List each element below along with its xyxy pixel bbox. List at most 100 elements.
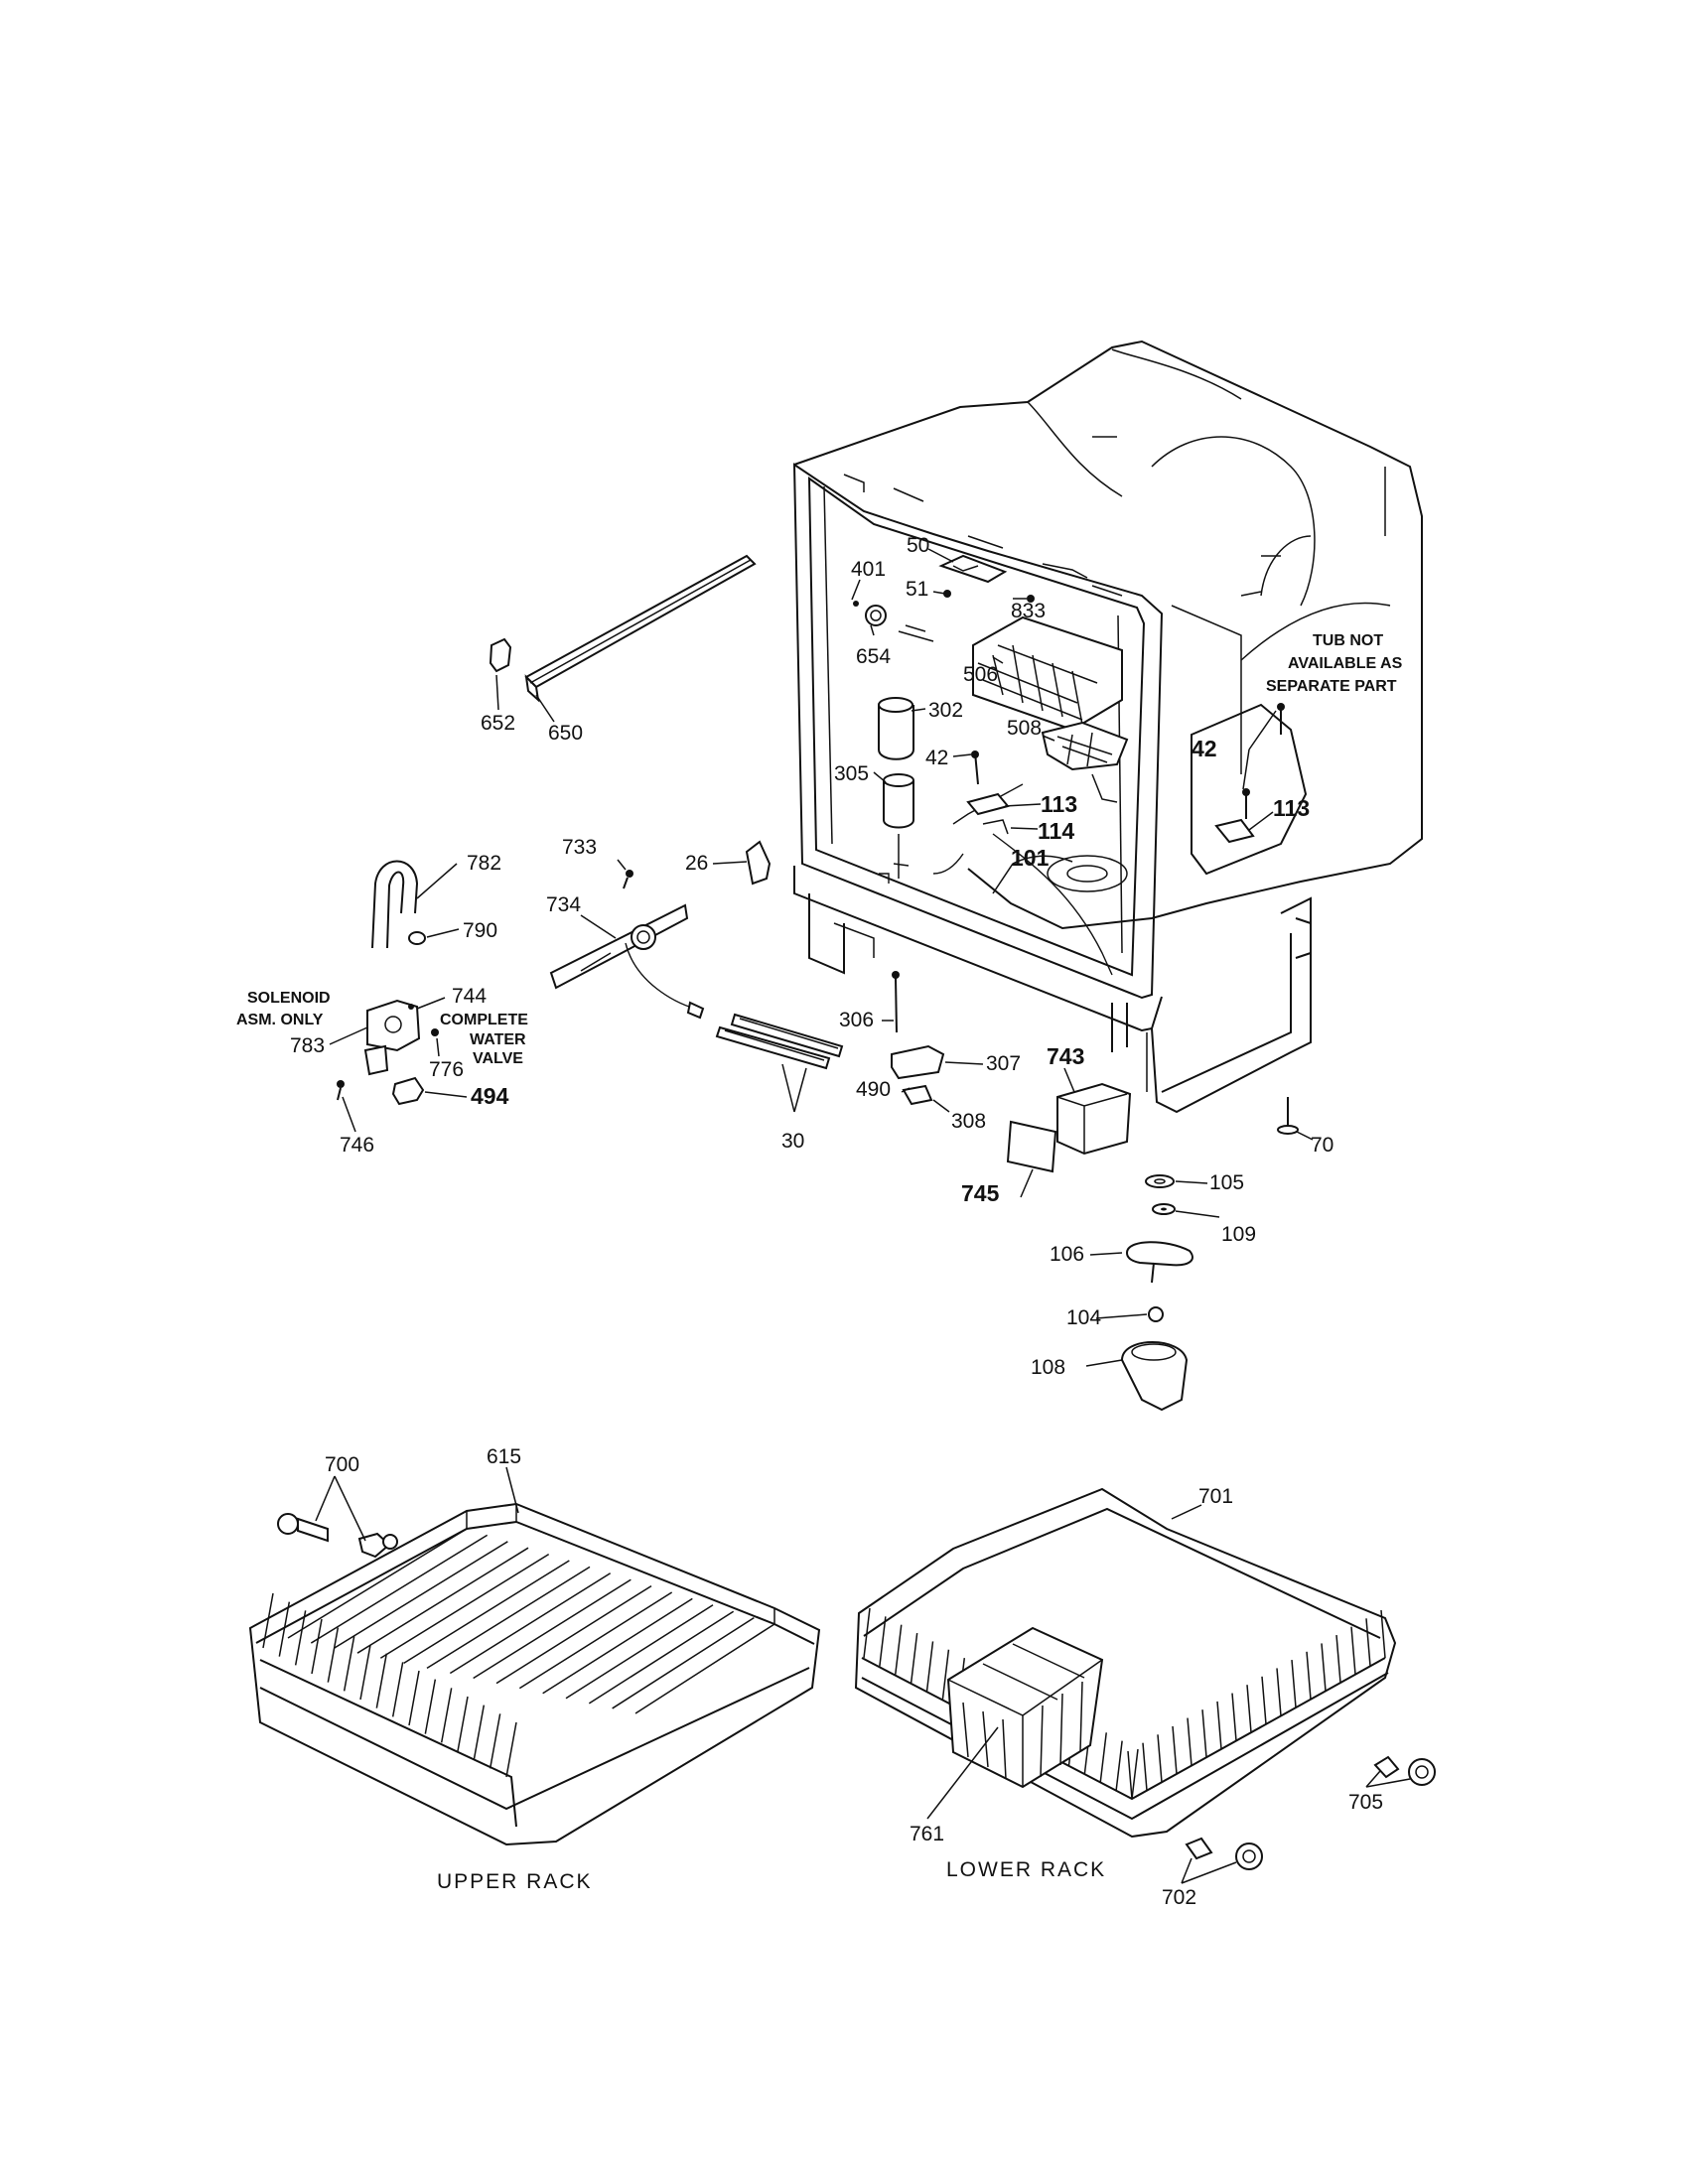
label-743: 743 bbox=[1047, 1043, 1084, 1069]
label-104: 104 bbox=[1066, 1306, 1101, 1329]
caption-lower-rack: LOWER RACK bbox=[946, 1858, 1106, 1881]
label-776: 776 bbox=[429, 1058, 464, 1081]
upper-rack-tine bbox=[359, 1644, 371, 1701]
upper-rack-tine bbox=[489, 1713, 501, 1769]
tub-body bbox=[793, 340, 1423, 930]
lower-rack-tine bbox=[1291, 1660, 1297, 1708]
part-745-plate bbox=[1006, 1120, 1057, 1173]
upper-rack-tine bbox=[424, 1679, 437, 1734]
part-50-bracket bbox=[938, 554, 1008, 584]
label-490: 490 bbox=[856, 1078, 891, 1101]
label-306: 306 bbox=[839, 1009, 874, 1031]
lower-rack-tine bbox=[1201, 1709, 1207, 1758]
lower-rack-tine bbox=[1246, 1685, 1252, 1733]
label-782: 782 bbox=[467, 852, 501, 875]
note-valve-line1: COMPLETE bbox=[440, 1012, 528, 1028]
upper-rack-rib bbox=[565, 1604, 714, 1700]
upper-rack-rib bbox=[588, 1610, 735, 1705]
label-50: 50 bbox=[907, 534, 929, 557]
upper-rack-tine bbox=[391, 1662, 404, 1717]
label-26: 26 bbox=[685, 852, 708, 875]
label-761: 761 bbox=[910, 1823, 944, 1845]
part-761-silverware-basket bbox=[946, 1626, 1104, 1789]
upper-rack-tine bbox=[457, 1696, 469, 1752]
part-104-nut bbox=[1148, 1306, 1164, 1322]
label-783: 783 bbox=[290, 1034, 325, 1057]
lower-rack-tine bbox=[1261, 1676, 1267, 1724]
label-745: 745 bbox=[961, 1180, 1000, 1206]
part-702-rack-wheel bbox=[1185, 1837, 1263, 1870]
caption-upper-rack: UPPER RACK bbox=[437, 1870, 593, 1893]
label-401: 401 bbox=[851, 558, 886, 581]
upper-rack-rib bbox=[310, 1534, 489, 1644]
label-734: 734 bbox=[546, 893, 581, 916]
upper-rack-rib bbox=[287, 1528, 468, 1639]
label-650: 650 bbox=[548, 722, 583, 745]
label-702: 702 bbox=[1162, 1886, 1196, 1909]
part-302-fill-funnel bbox=[878, 697, 914, 760]
label-494: 494 bbox=[471, 1083, 509, 1109]
upper-rack-rib bbox=[495, 1584, 652, 1685]
upper-rack-rib bbox=[542, 1597, 693, 1695]
label-733: 733 bbox=[562, 836, 597, 859]
label-113b: 113 bbox=[1273, 795, 1310, 821]
label-308: 308 bbox=[951, 1110, 986, 1133]
note-tub-line2: AVAILABLE AS bbox=[1288, 655, 1403, 672]
upper-rack-tine bbox=[375, 1653, 388, 1708]
upper-rack-rib bbox=[356, 1547, 529, 1654]
part-labels: 50 401 51 833 654 506 302 508 42 305 113… bbox=[236, 534, 1403, 1909]
label-70: 70 bbox=[1311, 1134, 1333, 1157]
label-30: 30 bbox=[781, 1130, 804, 1153]
tub-assembly bbox=[792, 340, 1423, 1114]
note-solenoid-line2: ASM. ONLY bbox=[236, 1012, 324, 1028]
part-506-lower-spray-arm bbox=[972, 615, 1123, 732]
label-654: 654 bbox=[856, 645, 891, 668]
upper-rack-rib bbox=[473, 1578, 632, 1680]
label-305: 305 bbox=[834, 762, 869, 785]
lower-rack-tine bbox=[1231, 1693, 1237, 1741]
note-valve-line3: VALVE bbox=[473, 1050, 523, 1067]
part-790-clamp bbox=[408, 931, 426, 945]
label-42a: 42 bbox=[925, 747, 948, 769]
tub-side-bracket bbox=[1191, 703, 1308, 876]
lower-rack-tine bbox=[1142, 1742, 1148, 1791]
lower-rack-tine bbox=[925, 1641, 934, 1692]
label-101: 101 bbox=[1011, 845, 1050, 871]
lower-rack-tine bbox=[941, 1649, 950, 1700]
part-30-heating-element bbox=[715, 1013, 844, 1070]
lower-rack-tine bbox=[1216, 1701, 1222, 1749]
label-113a: 113 bbox=[1041, 791, 1077, 817]
upper-rack-tine bbox=[278, 1601, 291, 1657]
part-106-mounting-plate bbox=[1125, 1241, 1193, 1267]
upper-rack-tine bbox=[343, 1636, 355, 1692]
lower-rack-tine bbox=[1306, 1651, 1312, 1700]
part-307-switch bbox=[891, 1044, 945, 1080]
lower-rack-tine bbox=[1276, 1668, 1282, 1716]
part-705-rack-wheel bbox=[1373, 1755, 1436, 1786]
lower-rack-tine bbox=[1321, 1643, 1327, 1692]
lower-rack-tine bbox=[1131, 1748, 1139, 1800]
upper-rack-tine bbox=[327, 1627, 340, 1683]
upper-rack-rib bbox=[518, 1591, 673, 1690]
tub-front-frame bbox=[792, 463, 1164, 1000]
lower-rack-tine bbox=[895, 1624, 903, 1675]
part-743-module-housing bbox=[1056, 1082, 1132, 1156]
upper-rack-tine bbox=[505, 1721, 517, 1778]
part-783-solenoid-valve bbox=[363, 999, 421, 1076]
part-746-screw bbox=[337, 1080, 345, 1088]
tub-base-frame bbox=[793, 866, 1163, 1032]
lower-rack-tine bbox=[1380, 1609, 1386, 1659]
upper-rack-tine bbox=[311, 1618, 323, 1675]
lower-rack-tine bbox=[1187, 1717, 1193, 1766]
upper-rack-tine bbox=[262, 1592, 274, 1649]
leader-lines bbox=[315, 548, 1411, 1884]
part-26-latch bbox=[745, 840, 772, 886]
label-833: 833 bbox=[1011, 600, 1046, 622]
lower-rack-tine bbox=[1099, 1732, 1107, 1783]
part-305-float bbox=[883, 773, 914, 879]
label-105: 105 bbox=[1209, 1171, 1244, 1194]
part-734-bracket bbox=[549, 903, 696, 1010]
label-307: 307 bbox=[986, 1052, 1021, 1075]
lower-rack-tine bbox=[1350, 1626, 1356, 1675]
